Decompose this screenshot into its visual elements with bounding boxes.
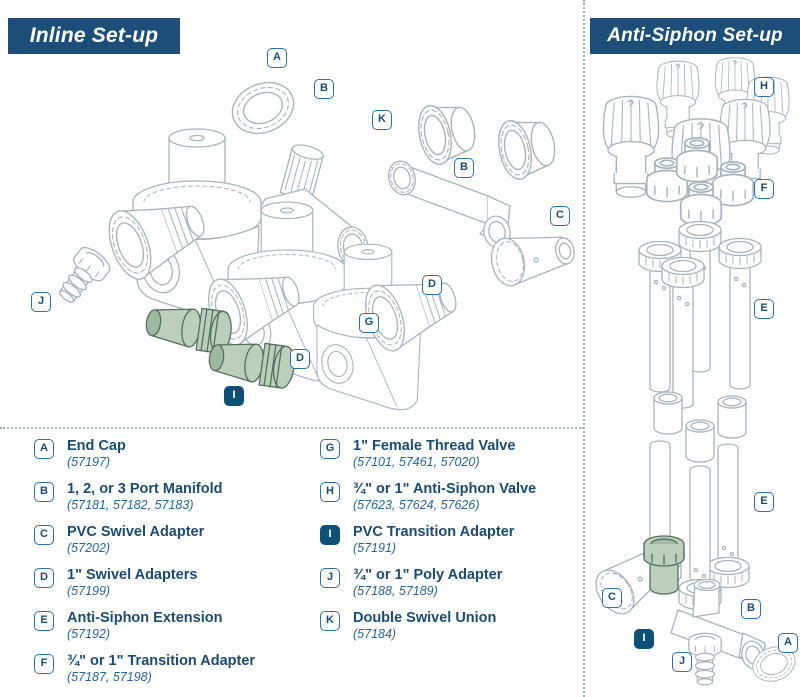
legend-part-numbers: (57197)	[67, 455, 111, 469]
legend-title: PVC Transition Adapter	[353, 524, 515, 540]
legend-part-numbers: (57192)	[67, 627, 111, 641]
legend-badge-i: I	[320, 525, 340, 545]
legend-part-numbers: (57188, 57189)	[353, 584, 438, 598]
diagram-badge-i2: I	[634, 629, 654, 649]
legend-badge-h: H	[320, 482, 340, 502]
diagram-badge-j2: J	[672, 652, 692, 672]
diagram-badge-i: I	[224, 386, 244, 406]
legend-part-numbers: (57187, 57198)	[67, 670, 152, 684]
legend-title: 1" Female Thread Valve	[353, 438, 516, 454]
legend-title: ¾" or 1" Poly Adapter	[353, 567, 503, 583]
legend-item-pvc-transition-adapter: I PVC Transition Adapter (57191)	[320, 524, 575, 556]
inline-setup-banner: Inline Set-up	[8, 18, 180, 54]
legend-column-1: A End Cap (57197) B 1, 2, or 3 Port Mani…	[34, 438, 289, 696]
legend-item-transition-adapter: F ¾" or 1" Transition Adapter (57187, 57…	[34, 653, 289, 685]
legend-column-2: G 1" Female Thread Valve (57101, 57461, …	[320, 438, 575, 653]
legend-title: Anti-Siphon Extension	[67, 610, 223, 626]
anti-siphon-diagram-art	[587, 57, 800, 688]
diagram-badge-a: A	[267, 48, 287, 68]
diagram-badge-h: H	[754, 77, 774, 97]
legend-badge-e: E	[34, 611, 54, 631]
legend-badge-d: D	[34, 568, 54, 588]
diagram-badge-e: E	[754, 299, 774, 319]
legend-title: ¾" or 1" Anti-Siphon Valve	[353, 481, 537, 497]
legend-item-anti-siphon-valve: H ¾" or 1" Anti-Siphon Valve (57623, 576…	[320, 481, 575, 513]
legend-item-pvc-swivel-adapter: C PVC Swivel Adapter (57202)	[34, 524, 289, 556]
diagram-badge-k: K	[372, 110, 392, 130]
legend-badge-j: J	[320, 568, 340, 588]
diagram-badge-b2: B	[454, 158, 474, 178]
diagram-badge-b: B	[314, 79, 334, 99]
legend-part-numbers: (57184)	[353, 627, 397, 641]
legend-item-poly-adapter: J ¾" or 1" Poly Adapter (57188, 57189)	[320, 567, 575, 599]
diagram-badge-e2: E	[754, 492, 774, 512]
diagram-badge-d2: D	[290, 349, 310, 369]
diagram-badge-c2: C	[602, 588, 622, 608]
legend-part-numbers: (57623, 57624, 57626)	[353, 498, 480, 512]
diagram-badge-c: C	[550, 206, 570, 226]
legend-title: ¾" or 1" Transition Adapter	[67, 653, 256, 669]
legend-badge-k: K	[320, 611, 340, 631]
legend-part-numbers: (57202)	[67, 541, 111, 555]
legend-title: 1" Swivel Adapters	[67, 567, 198, 583]
legend-item-female-thread-valve: G 1" Female Thread Valve (57101, 57461, …	[320, 438, 575, 470]
legend-title: PVC Swivel Adapter	[67, 524, 205, 540]
legend-part-numbers: (57101, 57461, 57020)	[353, 455, 480, 469]
legend-part-numbers: (57199)	[67, 584, 111, 598]
horizontal-dotted-divider	[0, 427, 584, 429]
legend-badge-c: C	[34, 525, 54, 545]
vertical-dotted-divider	[583, 0, 585, 697]
legend-badge-b: B	[34, 482, 54, 502]
diagram-badge-j: J	[31, 292, 51, 312]
inline-diagram-art	[49, 73, 580, 411]
diagram-badge-a2: A	[778, 633, 798, 653]
legend-title: End Cap	[67, 438, 126, 454]
legend-badge-g: G	[320, 439, 340, 459]
legend-item-swivel-adapters: D 1" Swivel Adapters (57199)	[34, 567, 289, 599]
diagram-badge-d: D	[422, 275, 442, 295]
diagram-badge-b3: B	[741, 599, 761, 619]
legend-part-numbers: (57191)	[353, 541, 397, 555]
legend-item-end-cap: A End Cap (57197)	[34, 438, 289, 470]
legend-item-anti-siphon-extension: E Anti-Siphon Extension (57192)	[34, 610, 289, 642]
diagram-badge-g: G	[359, 313, 379, 333]
legend-part-numbers: (57181, 57182, 57183)	[67, 498, 194, 512]
legend-badge-f: F	[34, 654, 54, 674]
legend-item-port-manifold: B 1, 2, or 3 Port Manifold (57181, 57182…	[34, 481, 289, 513]
diagram-badge-f: F	[754, 179, 774, 199]
legend-badge-a: A	[34, 439, 54, 459]
anti-siphon-setup-banner: Anti-Siphon Set-up	[590, 18, 800, 54]
legend-item-double-swivel-union: K Double Swivel Union (57184)	[320, 610, 575, 642]
legend-title: 1, 2, or 3 Port Manifold	[67, 481, 223, 497]
legend-title: Double Swivel Union	[353, 610, 497, 626]
